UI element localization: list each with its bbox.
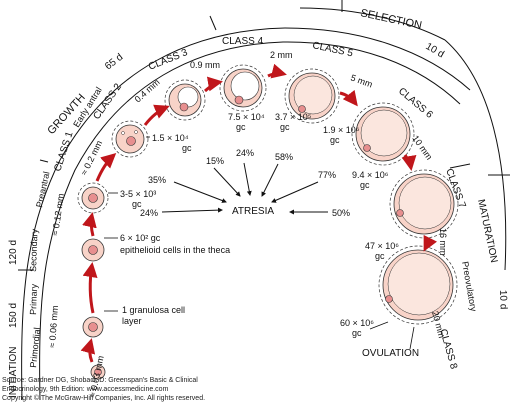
cells-preovulatory-count: 60 × 10⁶ <box>340 318 374 328</box>
outer-arcs <box>21 7 507 401</box>
class-3-label: CLASS 3 <box>147 47 190 73</box>
size-0-9mm: 0.9 mm <box>190 60 220 70</box>
initiation-days: 150 d <box>8 303 19 328</box>
stage-secondary: Secondary <box>28 228 40 272</box>
cells-class-5-gc: gc <box>280 122 290 132</box>
cells-class-1: 6 × 10² gc <box>120 233 161 243</box>
source-line-1: Source: Gardner DG, Shoback D: Greenspan… <box>2 377 198 384</box>
cells-class-5-count: 3.7 × 10⁵ <box>275 112 312 122</box>
cells-class-3-gc: gc <box>182 143 192 153</box>
granulosa-note-line1: 1 granulosa cell <box>122 305 185 315</box>
atresia-pct-class-7: 50% <box>332 208 350 218</box>
class-5-label: CLASS 5 <box>311 40 354 59</box>
cells-class-2-count: 3-5 × 10³ <box>120 189 156 199</box>
cells-class-4-gc: gc <box>236 122 246 132</box>
cells-preovulatory-gc: gc <box>352 328 362 338</box>
size-16mm: 16 mm <box>438 228 448 256</box>
cells-class-2-gc: gc <box>132 199 142 209</box>
cells-class-7-gc: gc <box>360 180 370 190</box>
atresia-pct-class-3: 15% <box>206 156 224 166</box>
progression-arrows <box>80 63 438 363</box>
class-1-label: CLASS 1 <box>52 130 75 173</box>
granulosa-note-line2: layer <box>122 316 142 326</box>
ovulation-label: OVULATION <box>362 348 419 359</box>
size-0-06mm: ≈ 0.06 mm <box>47 305 60 348</box>
cells-class-7-count: 9.4 × 10⁶ <box>352 170 389 180</box>
arc-ticks <box>18 0 510 271</box>
atresia-pct-class-6: 77% <box>318 170 336 180</box>
size-2mm: 2 mm <box>270 50 293 60</box>
follicle-class-5 <box>284 68 340 124</box>
atresia-pct-class-1: 24% <box>140 208 158 218</box>
size-5mm: 5 mm <box>349 72 374 89</box>
atresia-arrows <box>161 162 328 215</box>
follicle-class-4 <box>219 64 267 112</box>
follicle-class-7 <box>389 169 459 239</box>
follicle-primordial <box>90 364 106 380</box>
stage-preantral: Preantral <box>34 171 51 209</box>
ovulation-leader <box>409 326 415 350</box>
stage-preovulatory: Preovulatory <box>460 261 479 313</box>
follicle-class-3 <box>164 79 206 121</box>
cells-class-6-gc: gc <box>330 135 340 145</box>
atresia-pct-class-5: 58% <box>275 152 293 162</box>
atresia-pct-class-2: 35% <box>148 175 166 185</box>
atresia-label: ATRESIA <box>232 206 274 217</box>
class-4-label: CLASS 4 <box>222 36 264 47</box>
cells-class-8-gc: gc <box>375 251 385 261</box>
cells-class-8-count: 47 × 10⁶ <box>365 241 399 251</box>
stage-primordial: Primordial <box>28 327 42 368</box>
copyright-line: Copyright © The McGraw-Hill Companies, I… <box>2 395 206 402</box>
maturation-label: MATURATION <box>475 198 499 263</box>
size-0-12mm: ≈ 0.12 mm <box>50 193 66 236</box>
selection-label: SELECTION <box>359 7 423 32</box>
preovulatory-leader <box>369 321 389 330</box>
stage-primary: Primary <box>28 283 39 315</box>
secondary-days: 120 d <box>8 240 19 265</box>
cells-class-6-count: 1.9 × 10⁶ <box>323 125 360 135</box>
follicle-class-2 <box>111 120 149 158</box>
follicle-primary <box>82 316 104 338</box>
follicle-class-1 <box>77 182 109 214</box>
follicle-class-6 <box>351 102 415 166</box>
count-leaders <box>104 136 150 239</box>
epithelioid-note: epithelioid cells in the theca <box>120 245 230 255</box>
cells-class-4-count: 7.5 × 10⁴ <box>228 112 265 122</box>
size-20mm: 20 mm <box>430 310 447 339</box>
selection-days: 10 d <box>424 41 446 60</box>
size-0-4mm: 0.4 mm <box>133 77 162 105</box>
atresia-pct-class-4: 24% <box>236 148 254 158</box>
cells-class-3-count: 1.5 × 10⁴ <box>152 133 189 143</box>
follicle-class-8 <box>378 245 458 325</box>
source-line-2: Endocrinology, 9th Edition: www.accessme… <box>2 386 169 393</box>
maturation-days: 10 d <box>497 290 509 310</box>
growth-days: 65 d <box>103 52 125 73</box>
follicle-secondary <box>81 238 105 262</box>
initiation-label: INITIATION <box>8 347 19 398</box>
size-10mm: 10 mm <box>410 133 434 161</box>
